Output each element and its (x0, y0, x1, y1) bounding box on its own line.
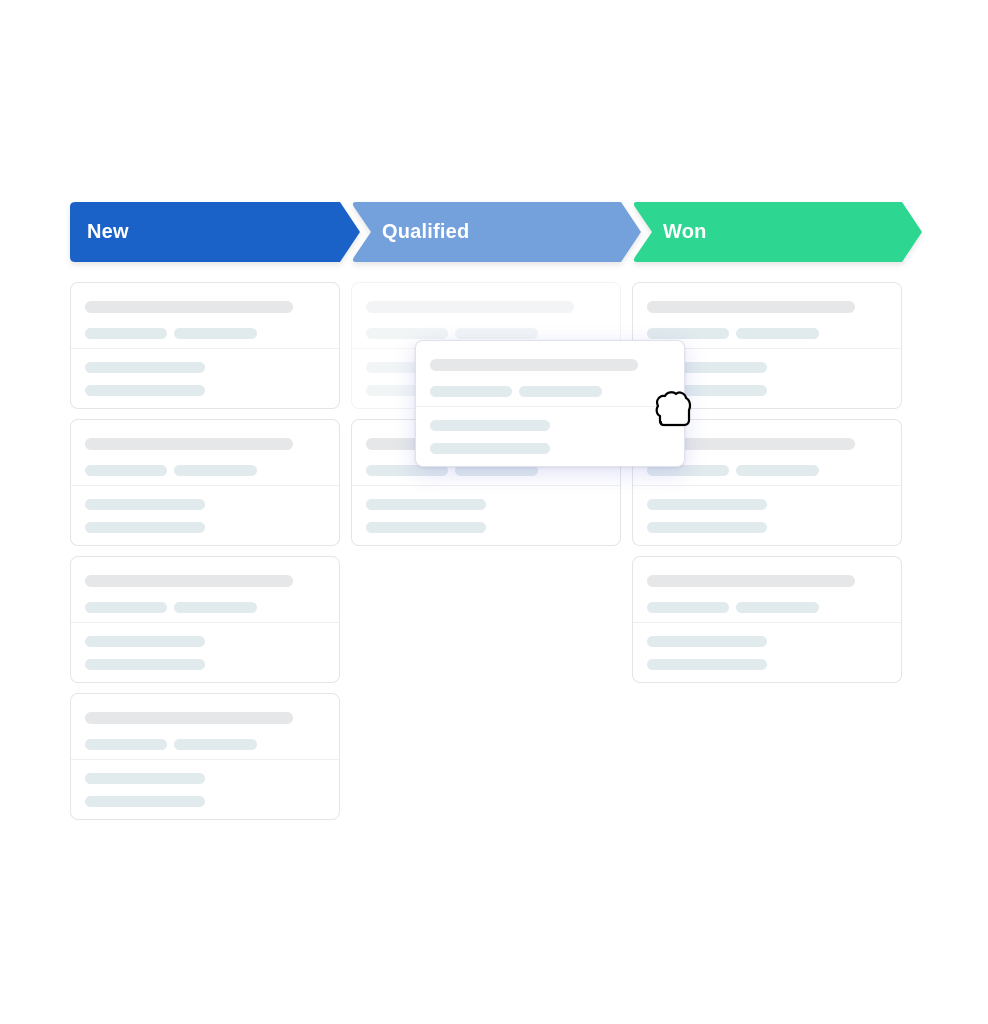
card-line-placeholder (366, 499, 486, 510)
card-title-placeholder (430, 359, 638, 371)
stage-label: New (87, 220, 129, 243)
card-tag-placeholder (455, 328, 538, 339)
card-tag-placeholder (647, 328, 729, 339)
card-divider (633, 485, 901, 486)
card-line-placeholder (85, 773, 205, 784)
stage-header-qualified[interactable]: Qualified (351, 202, 641, 262)
card-divider (416, 406, 684, 407)
card-divider (71, 759, 339, 760)
card-title-placeholder (85, 301, 293, 313)
grab-hand-icon (652, 390, 692, 428)
deal-card[interactable] (70, 556, 340, 683)
card-line-placeholder (85, 362, 205, 373)
card-line-placeholder (85, 659, 205, 670)
card-line-placeholder (647, 385, 767, 396)
card-line-placeholder (85, 636, 205, 647)
card-title-placeholder (85, 438, 293, 450)
card-divider (71, 622, 339, 623)
card-tag-placeholder (85, 739, 167, 750)
deal-card[interactable] (70, 693, 340, 820)
card-tag-placeholder (174, 602, 257, 613)
card-divider (71, 485, 339, 486)
card-tag-placeholder (736, 328, 819, 339)
card-title-placeholder (85, 712, 293, 724)
card-tag-placeholder (366, 465, 448, 476)
card-title-placeholder (85, 575, 293, 587)
card-title-placeholder (366, 301, 574, 313)
card-line-placeholder (85, 522, 205, 533)
card-tag-placeholder (174, 739, 257, 750)
card-tag-placeholder (174, 465, 257, 476)
card-line-placeholder (366, 522, 486, 533)
card-tag-placeholder (647, 602, 729, 613)
card-line-placeholder (647, 362, 767, 373)
deal-card[interactable] (632, 556, 902, 683)
card-line-placeholder (85, 385, 205, 396)
card-title-placeholder (647, 301, 855, 313)
card-line-placeholder (430, 420, 550, 431)
deal-card[interactable] (70, 282, 340, 409)
card-tag-placeholder (736, 602, 819, 613)
stage-label: Won (663, 220, 707, 243)
stage-shape (70, 202, 360, 262)
card-line-placeholder (647, 659, 767, 670)
card-tag-placeholder (736, 465, 819, 476)
card-tag-placeholder (85, 328, 167, 339)
card-line-placeholder (85, 499, 205, 510)
card-tag-placeholder (455, 465, 538, 476)
stage-label: Qualified (382, 220, 470, 243)
stage-header-new[interactable]: New (70, 202, 360, 262)
card-tag-placeholder (519, 386, 602, 397)
card-tag-placeholder (174, 328, 257, 339)
card-tag-placeholder (85, 602, 167, 613)
card-divider (633, 622, 901, 623)
card-line-placeholder (85, 796, 205, 807)
card-tag-placeholder (366, 328, 448, 339)
card-title-placeholder (647, 575, 855, 587)
card-tag-placeholder (647, 465, 729, 476)
card-divider (352, 485, 620, 486)
card-line-placeholder (647, 522, 767, 533)
stage-shape (632, 202, 922, 262)
stage-header-won[interactable]: Won (632, 202, 922, 262)
card-divider (633, 348, 901, 349)
card-tag-placeholder (85, 465, 167, 476)
dragged-deal-card[interactable] (415, 340, 685, 467)
card-line-placeholder (647, 499, 767, 510)
card-line-placeholder (647, 636, 767, 647)
card-title-placeholder (647, 438, 855, 450)
deal-card[interactable] (70, 419, 340, 546)
stage-shape (351, 202, 641, 262)
card-line-placeholder (430, 443, 550, 454)
card-divider (71, 348, 339, 349)
card-tag-placeholder (430, 386, 512, 397)
